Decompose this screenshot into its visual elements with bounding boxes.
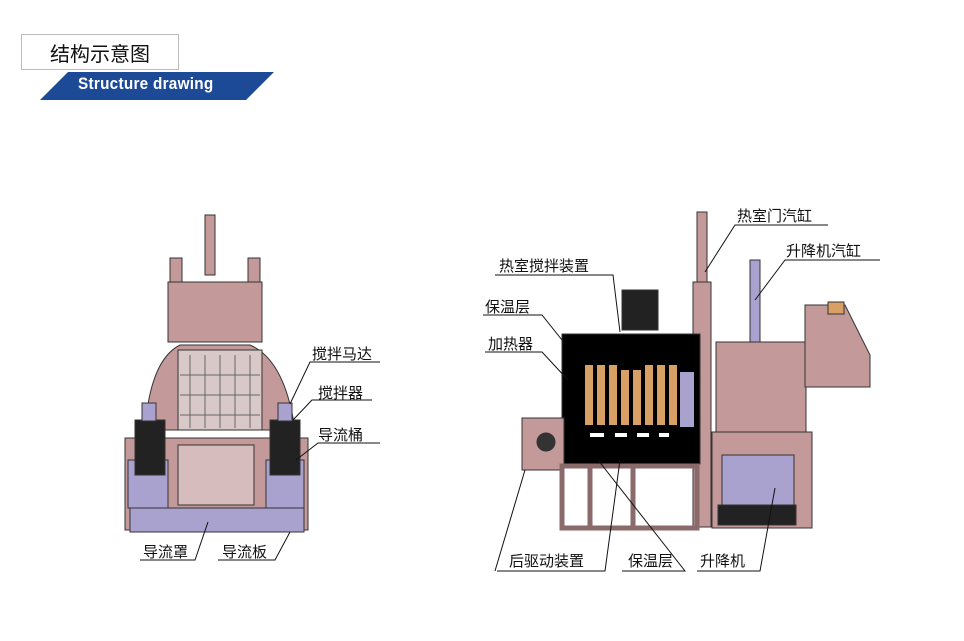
label-draft-tube: 导流桶 [318,426,364,444]
label-lift-cylinder: 升降机汽缸 [786,242,862,260]
label-baffle-plate: 导流板 [222,543,268,561]
label-stirring-motor: 搅拌马达 [312,345,373,363]
label-rear-drive: 后驱动装置 [509,552,585,570]
label-elevator: 升降机 [700,552,746,570]
title-cn: 结构示意图 [21,34,179,70]
label-hot-chamber-door-cylinder: 热室门汽缸 [737,207,813,225]
label-heater: 加热器 [488,335,534,353]
label-hot-chamber-stirring-device: 热室搅拌装置 [499,257,590,275]
label-stirrer: 搅拌器 [318,384,364,402]
left-machine-diagram [124,214,309,533]
leader-lines [140,224,880,572]
label-insulation-top: 保温层 [485,298,531,316]
heater-tubes [585,365,694,437]
title-en: Structure drawing [78,74,214,93]
title-banner [40,72,274,100]
label-flow-hood: 导流罩 [143,543,189,561]
label-insulation-bottom: 保温层 [628,552,674,570]
right-machine-diagram [521,211,871,531]
